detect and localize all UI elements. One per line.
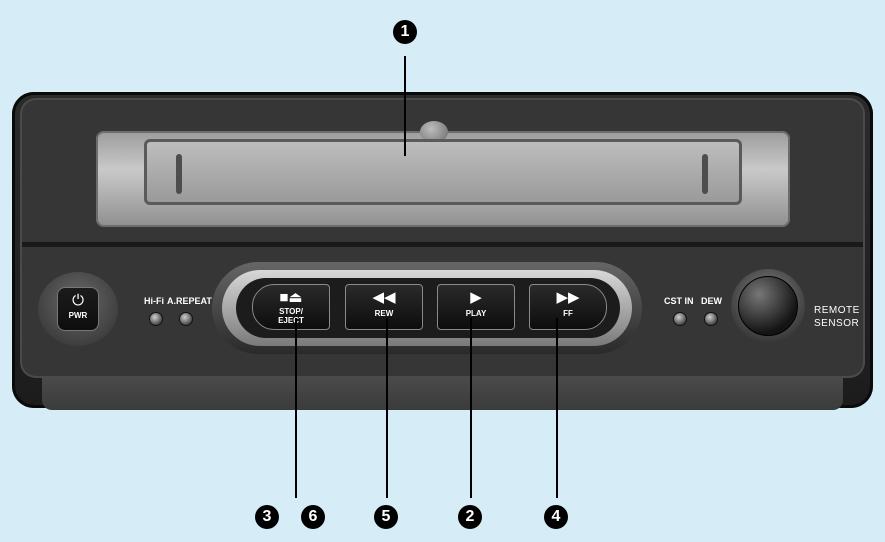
door-notch-right <box>702 154 708 194</box>
callout-line-1 <box>404 56 406 156</box>
a-repeat-led <box>179 312 193 326</box>
cst-in-label: CST IN <box>664 296 694 306</box>
fast-forward-button[interactable]: ▶▶ FF <box>529 284 607 330</box>
rewind-button[interactable]: ◀◀ REW <box>345 284 423 330</box>
callout-badge-4: 4 <box>544 505 568 529</box>
callout-badge-1: 1 <box>393 20 417 44</box>
door-notch-left <box>176 154 182 194</box>
rewind-label: REW <box>374 309 394 318</box>
play-label: PLAY <box>465 309 487 318</box>
callout-line-5 <box>386 318 388 498</box>
power-button[interactable]: ⏻ PWR <box>57 287 99 331</box>
a-repeat-label: A.REPEAT <box>167 296 212 306</box>
callout-badge-6: 6 <box>301 505 325 529</box>
fast-forward-icon: ▶▶ <box>556 289 580 306</box>
dew-label: DEW <box>701 296 722 306</box>
play-button[interactable]: ▶ PLAY <box>437 284 515 330</box>
stop-eject-icon: ■⏏ <box>279 289 303 306</box>
cst-in-led <box>673 312 687 326</box>
callout-line-4 <box>556 318 558 498</box>
dew-led <box>704 312 718 326</box>
vcr-base <box>42 378 843 410</box>
power-icon: ⏻ <box>72 292 84 309</box>
callout-badge-2: 2 <box>458 505 482 529</box>
panel-divider <box>22 242 863 247</box>
stop-label: STOP/ <box>279 307 303 316</box>
remote-sensor-label: REMOTE SENSOR <box>814 305 860 329</box>
rewind-icon: ◀◀ <box>372 289 396 306</box>
callout-badge-3: 3 <box>255 505 279 529</box>
play-icon: ▶ <box>470 289 482 306</box>
callout-line-3-6 <box>295 318 297 498</box>
callout-line-2 <box>470 318 472 498</box>
fast-forward-label: FF <box>563 309 573 318</box>
hifi-label: Hi-Fi <box>144 296 164 306</box>
remote-sensor-window <box>738 276 798 336</box>
slot-knob <box>420 121 448 143</box>
stop-eject-button[interactable]: ■⏏ STOP/ EJECT <box>252 284 330 330</box>
power-label: PWR <box>68 311 88 320</box>
cassette-slot[interactable] <box>144 139 742 205</box>
eject-label: EJECT <box>278 316 304 325</box>
hifi-led <box>149 312 163 326</box>
callout-badge-5: 5 <box>374 505 398 529</box>
